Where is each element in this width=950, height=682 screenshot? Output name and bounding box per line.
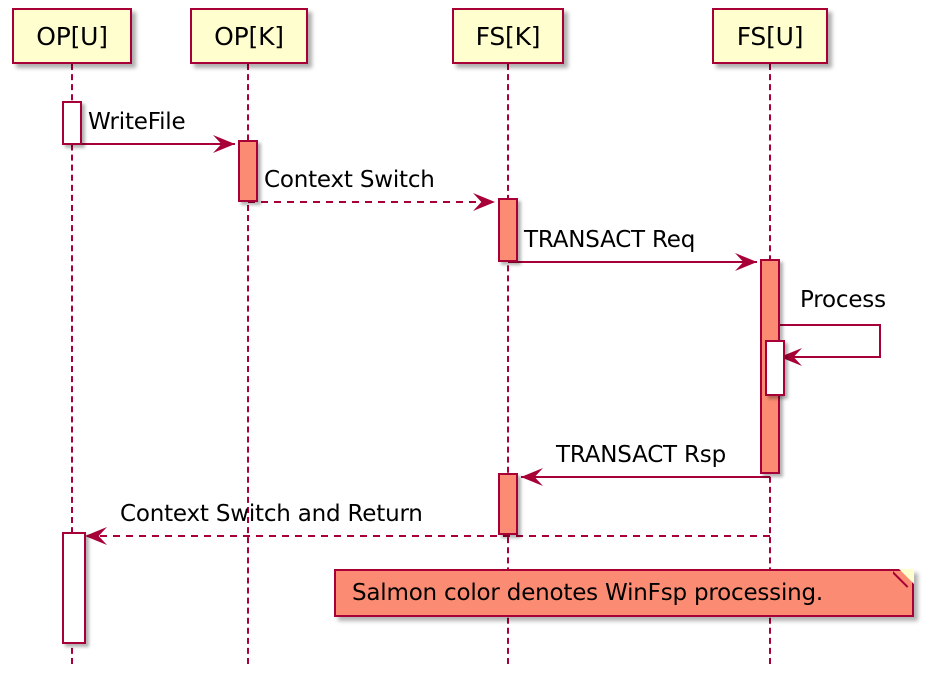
activation-bar-opu (62, 532, 86, 644)
activation-bar-fsu (765, 340, 785, 396)
message-label-msg-transact-req: TRANSACT Req (524, 227, 696, 253)
participant-box-opk[interactable]: OP[K] (190, 8, 308, 64)
legend-note-text: Salmon color denotes WinFsp processing. (352, 580, 824, 606)
activation-bar-fsk (498, 198, 518, 262)
participant-box-fsu[interactable]: FS[U] (712, 8, 828, 64)
lifeline-opk (247, 64, 249, 664)
message-label-msg-writefile: WriteFile (88, 109, 186, 135)
activation-bar-fsk (498, 473, 518, 535)
message-label-msg-process: Process (800, 287, 886, 313)
activation-bar-opk (238, 140, 258, 202)
participant-box-fsk[interactable]: FS[K] (452, 8, 564, 64)
lifeline-fsk (507, 64, 509, 664)
activation-bar-opu (62, 101, 82, 145)
message-label-msg-context-switch: Context Switch (264, 167, 435, 193)
message-label-msg-context-switch-return: Context Switch and Return (120, 501, 423, 527)
participant-box-opu[interactable]: OP[U] (12, 8, 132, 64)
message-label-msg-transact-rsp: TRANSACT Rsp (556, 442, 726, 468)
note-fold-edge-icon (893, 568, 915, 590)
lifeline-opu (71, 64, 73, 664)
legend-note: Salmon color denotes WinFsp processing. (334, 569, 914, 617)
